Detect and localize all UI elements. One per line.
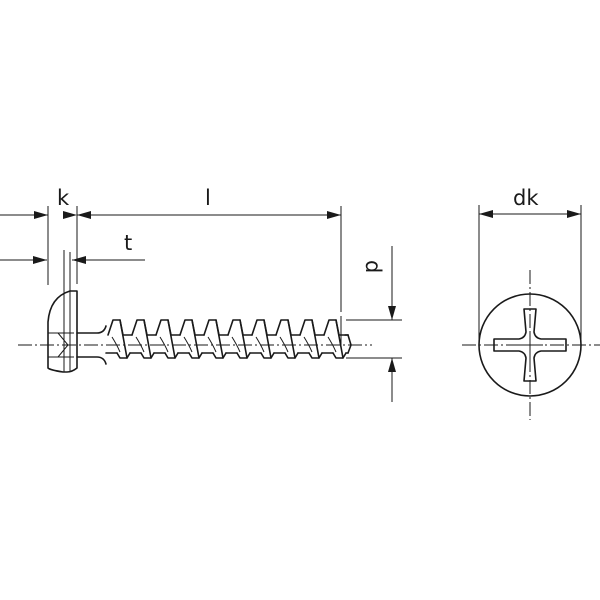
dk-label: dk <box>513 186 539 210</box>
thread-flank-shade <box>303 336 313 353</box>
k-label: k <box>57 186 70 210</box>
screw-head-outline <box>478 293 582 397</box>
k-arrow <box>34 211 48 219</box>
l-label: l <box>205 186 211 210</box>
screw-thread <box>105 316 352 359</box>
screw-neck <box>76 325 107 365</box>
thread-flank-shade <box>111 336 121 353</box>
thread-flank <box>167 319 176 359</box>
thread-crest-bottom <box>164 352 179 359</box>
t-label: t <box>124 231 132 255</box>
thread-flank-shade <box>207 336 217 353</box>
head-recess-tip <box>57 332 69 358</box>
thread-flank <box>119 319 128 359</box>
thread-flank <box>191 319 200 359</box>
t-arrow <box>33 256 47 264</box>
k-arrow <box>63 211 77 219</box>
d-arrow <box>388 358 396 372</box>
thread-flank <box>143 319 152 359</box>
thread-crest-bottom <box>332 352 347 359</box>
thread-crest-bottom <box>140 352 155 359</box>
phillips-cross-recess-icon <box>493 308 567 382</box>
thread-flank-shade <box>255 336 265 353</box>
l-arrow <box>77 211 91 219</box>
side-view: k l t d <box>0 186 402 402</box>
thread-crest-bottom <box>188 352 203 359</box>
d-label: d <box>361 260 385 273</box>
thread-flank-shade <box>135 336 145 353</box>
screw-point <box>347 334 352 354</box>
thread-flank <box>215 319 224 359</box>
thread-flank <box>311 319 320 359</box>
screw-head <box>47 290 78 373</box>
thread-flank <box>287 319 296 359</box>
thread-crest-bottom <box>308 352 323 359</box>
thread-crest-bottom <box>260 352 275 359</box>
t-arrow <box>72 256 86 264</box>
thread-flank <box>263 319 272 359</box>
thread-crest-bottom <box>236 352 251 359</box>
phillips-cross-inner <box>517 332 543 358</box>
top-view: dk <box>462 186 600 420</box>
d-arrow <box>388 306 396 320</box>
thread-flank <box>335 319 344 359</box>
thread-flank-shade <box>231 336 241 353</box>
dk-arrow <box>567 210 581 218</box>
thread-crest-bottom <box>116 352 131 359</box>
dk-arrow <box>479 210 493 218</box>
thread-flank-shade <box>183 336 193 353</box>
thread-crest-bottom <box>212 352 227 359</box>
thread-flank <box>239 319 248 359</box>
thread-crest-bottom <box>284 352 299 359</box>
thread-flank-shade <box>159 336 169 353</box>
thread-flank-shade <box>327 336 337 353</box>
l-arrow <box>327 211 341 219</box>
thread-flank-shade <box>279 336 289 353</box>
